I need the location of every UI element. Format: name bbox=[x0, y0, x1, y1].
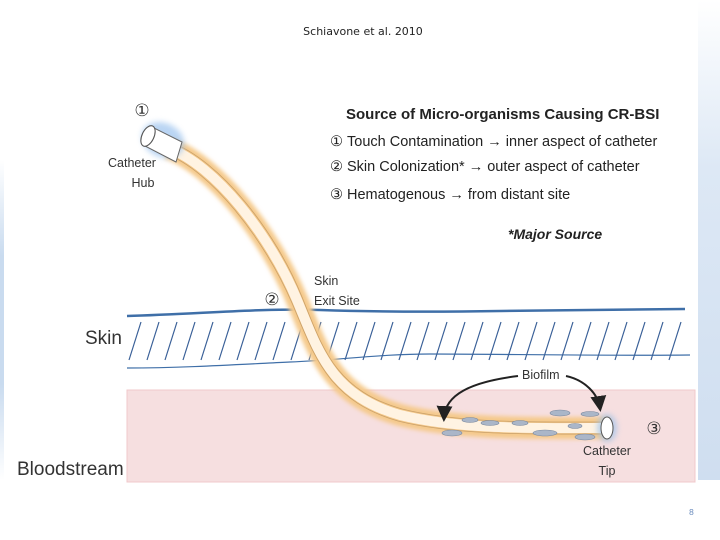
hub-label-line2: Hub bbox=[132, 176, 155, 190]
skin-hatch-line bbox=[651, 322, 663, 360]
biofilm-patch bbox=[533, 430, 557, 436]
tip-marker: ③ bbox=[646, 419, 661, 438]
biofilm-label: Biofilm bbox=[522, 368, 560, 382]
skin-top-line bbox=[127, 309, 685, 316]
skin-label: Skin bbox=[85, 328, 122, 349]
skin-hatch-line bbox=[219, 322, 231, 360]
hub-label-line1: Catheter bbox=[108, 156, 156, 170]
tip-label-line2: Tip bbox=[599, 464, 616, 478]
skin-layer bbox=[127, 309, 690, 368]
legend-item-marker: ② bbox=[330, 159, 343, 175]
page-number: 8 bbox=[689, 508, 694, 517]
skin-hatch-line bbox=[201, 322, 213, 360]
skin-hatch-line bbox=[381, 322, 393, 360]
hub-marker: ① bbox=[134, 101, 149, 120]
skin-hatch-line bbox=[147, 322, 159, 360]
biofilm-patch bbox=[442, 430, 462, 436]
biofilm-patch bbox=[575, 434, 595, 440]
legend-item-text: Skin Colonization* → outer aspect of cat… bbox=[347, 159, 640, 175]
legend-list: ① Touch Contamination → inner aspect of … bbox=[330, 134, 657, 203]
skin-hatch-line bbox=[633, 322, 645, 360]
skin-hatch-line bbox=[255, 322, 267, 360]
major-source-note: *Major Source bbox=[508, 226, 602, 242]
skin-hatch-line bbox=[129, 322, 141, 360]
exit-site-label-line2: Exit Site bbox=[314, 294, 360, 308]
legend-item-text: Hematogenous → from distant site bbox=[347, 187, 570, 203]
skin-hatch-line bbox=[183, 322, 195, 360]
exit-site-marker: ② bbox=[264, 290, 279, 309]
biofilm-patch bbox=[550, 410, 570, 416]
skin-hatch-line bbox=[237, 322, 249, 360]
catheter-tip bbox=[601, 417, 613, 439]
skin-hatch-line bbox=[597, 322, 609, 360]
skin-hatch-line bbox=[345, 322, 357, 360]
biofilm-patch bbox=[568, 424, 582, 429]
skin-hatch-line bbox=[165, 322, 177, 360]
skin-bottom-line bbox=[127, 354, 690, 368]
skin-hatch-line bbox=[561, 322, 573, 360]
biofilm-patch bbox=[581, 412, 599, 417]
legend-item-marker: ③ bbox=[330, 187, 343, 203]
biofilm-patch bbox=[512, 421, 528, 426]
legend-item-marker: ① bbox=[330, 134, 343, 150]
exit-site-label-line1: Skin bbox=[314, 274, 338, 288]
skin-hatch-line bbox=[273, 322, 285, 360]
skin-hatch-line bbox=[615, 322, 627, 360]
biofilm-patch bbox=[462, 418, 478, 423]
tip-label-line1: Catheter bbox=[583, 444, 631, 458]
skin-hatch-line bbox=[579, 322, 591, 360]
skin-hatch-line bbox=[363, 322, 375, 360]
skin-hatch-line bbox=[669, 322, 681, 360]
legend-title: Source of Micro-organisms Causing CR-BSI bbox=[346, 106, 659, 123]
bloodstream-label: Bloodstream bbox=[17, 459, 124, 480]
legend-item-text: Touch Contamination → inner aspect of ca… bbox=[347, 134, 657, 150]
biofilm-patch bbox=[481, 421, 499, 426]
